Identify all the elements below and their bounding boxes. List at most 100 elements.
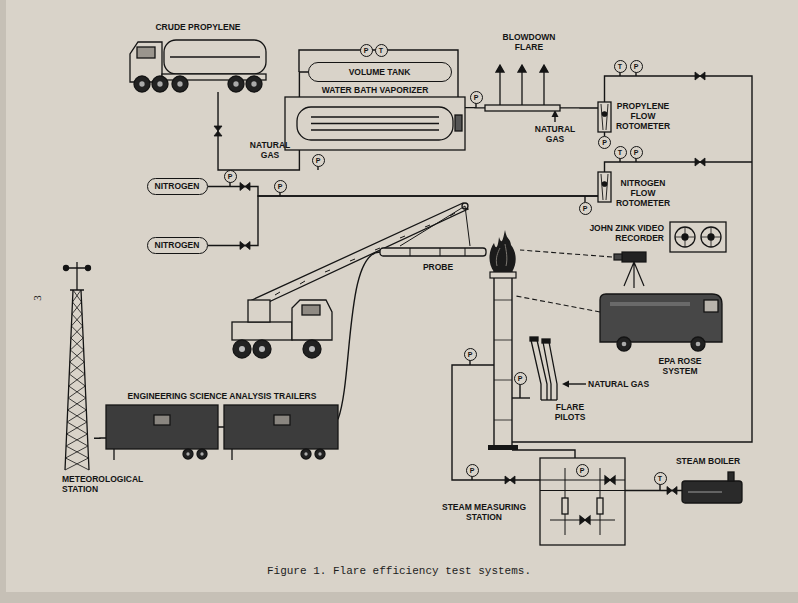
shape-outline: [246, 76, 262, 92]
shape-outline: [152, 76, 168, 92]
crane-truck: [400, 206, 470, 246]
shape-outline: [562, 498, 568, 514]
pipe-line: [560, 107, 598, 108]
analysis-trailers: ENGINEERING SCIENCE ANALYSIS TRAILERS: [106, 405, 338, 460]
shape-outline: [728, 472, 734, 481]
video-camera: [624, 262, 644, 288]
gauge-letter: P: [470, 91, 483, 104]
node-label: FLARE PILOTS: [550, 402, 590, 422]
shape-outline: [177, 81, 182, 86]
shape-outline: [542, 339, 550, 343]
crane-truck: [233, 340, 251, 358]
shape-outline: [601, 104, 608, 130]
shape-outline: [106, 405, 218, 449]
crane-truck: [239, 346, 245, 352]
shape-outline: [251, 81, 256, 86]
shape-outline: [130, 40, 266, 92]
node-label: STEAM MEASURING STATION: [434, 502, 534, 522]
figure-caption: Figure 1. Flare efficiency test systems.: [0, 565, 798, 578]
sight-lines: [516, 250, 612, 312]
flare-pilots: FLARE PILOTS: [528, 340, 562, 400]
shape-outline: [485, 105, 560, 111]
flare-stack: [490, 272, 516, 278]
storage-tank: VOLUME TANK: [308, 62, 452, 82]
monitor-van: EPA ROSE SYSTEM: [600, 290, 722, 352]
shape-outline: [285, 97, 465, 150]
shape-outline: [496, 65, 548, 72]
weather-tower: METEOROLOGICAL STATION: [60, 262, 94, 470]
shape-outline: [106, 405, 338, 460]
shape-outline: [200, 452, 203, 455]
sight-lines: [516, 296, 600, 312]
shape-outline: [600, 290, 722, 352]
gas-cylinder: NITROGEN: [147, 178, 208, 195]
gauge-letter: P: [598, 136, 611, 149]
vaporizer: WATER BATH VAPORIZER: [285, 97, 465, 150]
pipe-line: [208, 187, 598, 197]
shape-outline: [315, 449, 325, 459]
node-label: JOHN ZINK VIDEO RECORDER: [578, 223, 664, 243]
shape-outline: [297, 107, 453, 140]
gauge-letter: P: [224, 170, 237, 183]
shape-outline: [580, 476, 615, 524]
gas-label: NATURAL GAS: [532, 124, 578, 144]
crane-truck: [259, 346, 265, 352]
shape-outline: [602, 112, 606, 116]
page-number: 3: [31, 295, 43, 301]
shape-outline: [228, 76, 244, 92]
gauge-letter: P: [630, 60, 643, 73]
gauge-letter: T: [375, 44, 388, 57]
node-label: STEAM BOILER: [668, 456, 748, 466]
shape-outline: [500, 72, 544, 105]
node-label: EPA ROSE SYSTEM: [655, 356, 705, 376]
video-recorder: JOHN ZINK VIDEO RECORDER: [670, 222, 726, 252]
shape-outline: [285, 97, 465, 150]
crane-truck: [253, 340, 271, 358]
rotometer: NITROGEN FLOW ROTOMETER: [598, 172, 611, 202]
node-label: PROBE: [418, 262, 458, 272]
shape-outline: [598, 102, 611, 132]
shape-outline: [598, 102, 611, 132]
gas-cylinder: NITROGEN: [147, 237, 208, 254]
shape-outline: [65, 290, 89, 470]
shape-outline: [224, 405, 338, 449]
shape-outline: [598, 102, 611, 132]
gauge-letter: P: [312, 154, 325, 167]
gauge-letter: P: [466, 464, 479, 477]
gauge-letter: P: [514, 372, 527, 385]
node-label: NITROGEN: [155, 181, 200, 191]
arrow-heads: [552, 110, 570, 388]
pipe-line: [465, 107, 485, 109]
shape-outline: [600, 294, 722, 351]
gauge-letter: P: [630, 146, 643, 159]
pipework: [512, 450, 575, 458]
shape-outline: [64, 266, 69, 271]
sight-lines: [520, 250, 612, 257]
shape-outline: [540, 468, 625, 535]
shape-outline: [154, 415, 170, 425]
flare-stack: [489, 230, 515, 272]
tanker-truck: CRUDE PROPYLENE: [128, 38, 268, 92]
node-label: NITROGEN: [155, 240, 200, 250]
rotometer: PROPYLENE FLOW ROTOMETER: [598, 102, 611, 132]
crane-truck: [303, 340, 321, 358]
pipe-line: [299, 72, 308, 97]
shape-outline: [540, 458, 625, 545]
shape-outline: [380, 246, 486, 258]
shape-outline: [186, 452, 189, 455]
shape-outline: [682, 481, 742, 503]
shape-outline: [670, 222, 726, 252]
shape-outline: [137, 47, 155, 58]
shape-outline: [541, 399, 557, 400]
shape-outline: [540, 458, 625, 545]
node-label: METEOROLOGICAL STATION: [62, 474, 157, 494]
gas-label: NATURAL GAS: [248, 140, 292, 160]
node-label: CRUDE PROPYLENE: [148, 22, 248, 32]
crane-truck: [232, 322, 292, 340]
node-label: VOLUME TANK: [349, 67, 411, 77]
video-camera: [622, 252, 646, 262]
video-camera: [614, 254, 622, 260]
gauge-letter: T: [654, 472, 667, 485]
steam-boiler: STEAM BOILER: [682, 478, 742, 503]
shape-outline: [528, 340, 562, 400]
